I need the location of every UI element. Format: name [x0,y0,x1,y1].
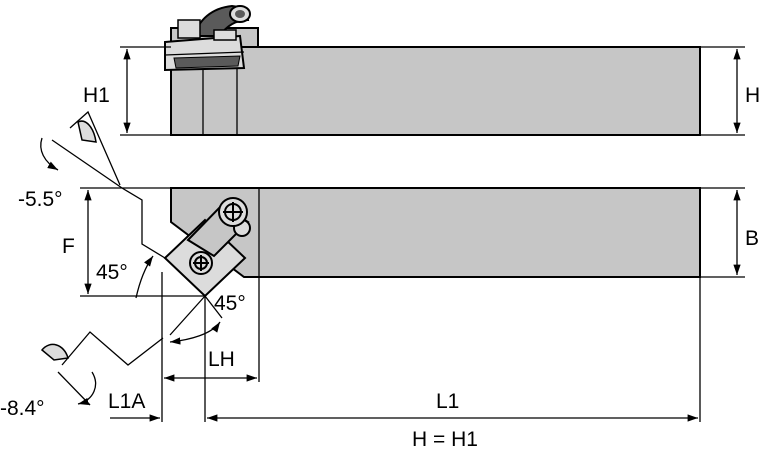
label-f: F [62,235,75,258]
label-lh: LH [208,348,235,371]
side-view [120,4,745,136]
top-view [80,187,745,422]
label-l1: L1 [436,390,459,413]
clamp-lever-icon [177,4,251,41]
label-angle-45-right: 45° [214,292,246,315]
label-h-equals-h1: H = H1 [412,428,478,450]
screw-icon [218,197,248,227]
label-angle-45-left: 45° [96,261,128,284]
shank-top-body [170,187,701,278]
label-h: H [745,84,760,107]
angle-symbol-top [40,120,97,171]
label-b: B [745,227,759,250]
label-angle-bottom: -8.4° [0,397,45,420]
label-angle-top: -5.5° [18,188,63,211]
angle-symbol-bottom [40,343,97,406]
label-l1a: L1A [108,390,145,413]
workpiece-profile [51,110,166,406]
shank-side-body [170,46,701,136]
label-h1: H1 [83,84,110,107]
screw-icon [189,251,213,275]
